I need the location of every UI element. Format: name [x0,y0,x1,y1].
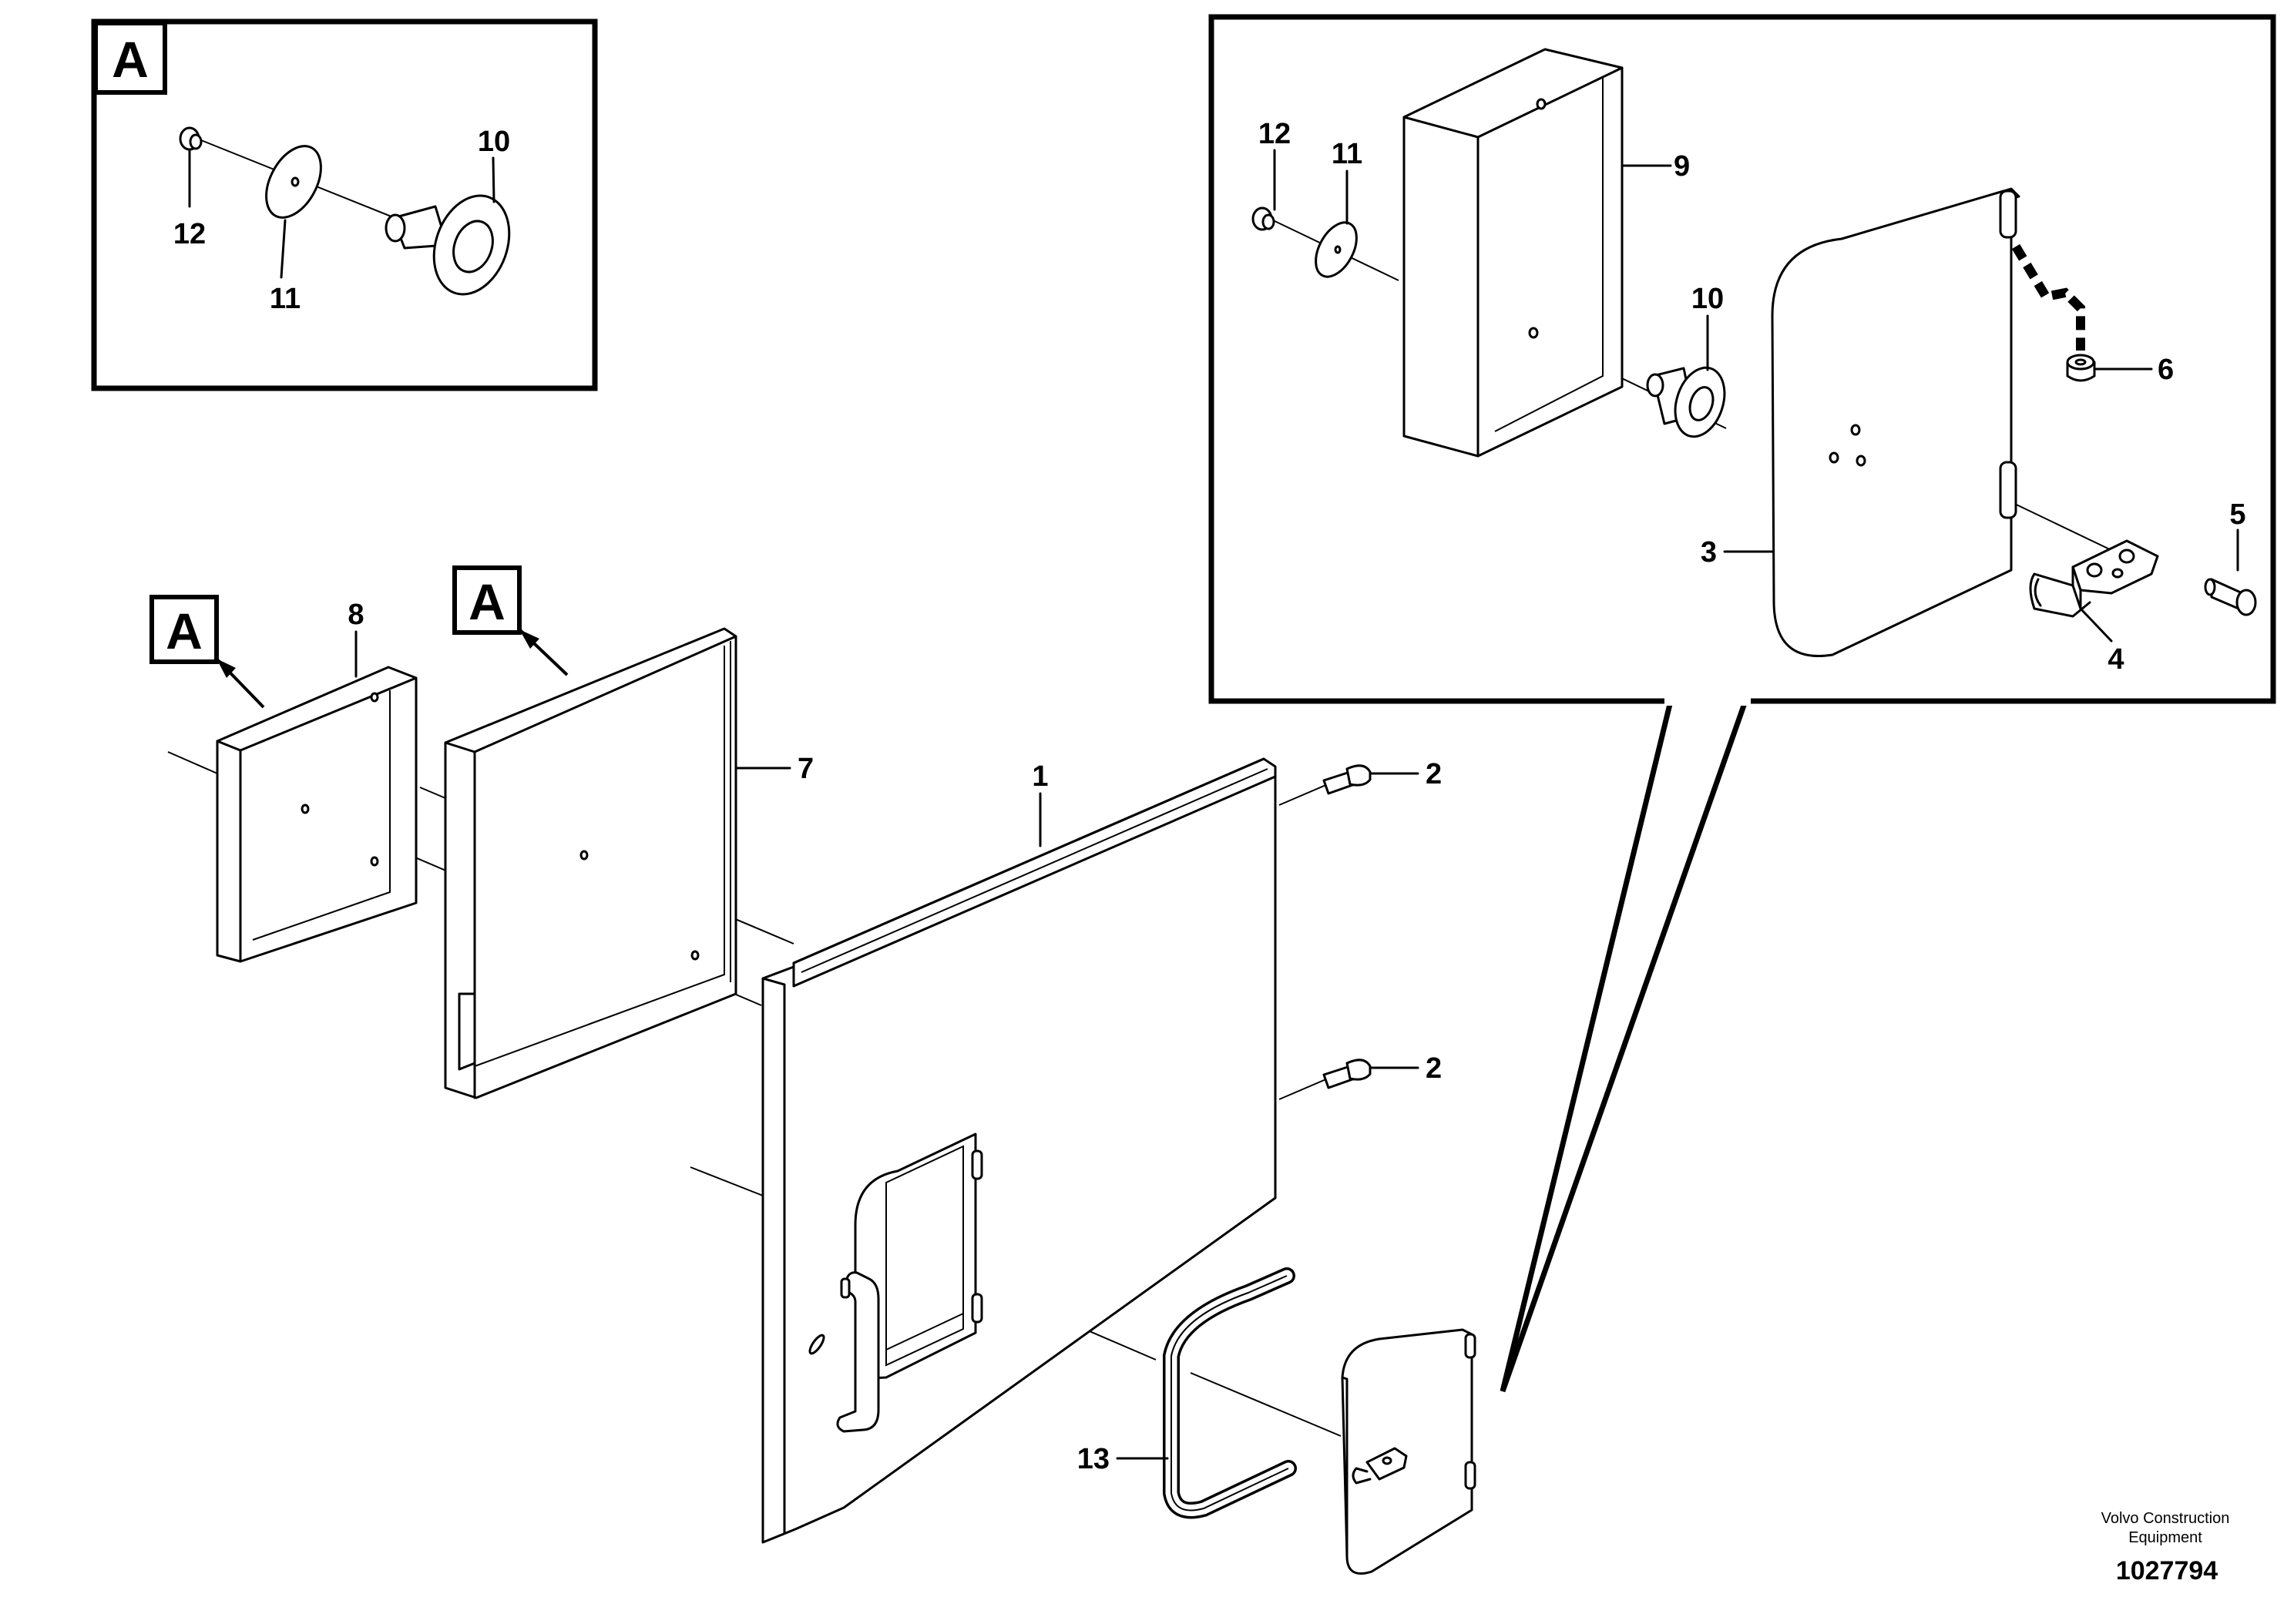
main-callout-13: 13 [1077,1443,1110,1475]
detail-a-callout-11: 11 [270,283,301,315]
main-panel-1 [761,757,1277,1544]
footer-company-line2: Equipment [2128,1529,2202,1546]
housing-9 [1402,48,1624,458]
detail-pointer [1500,700,1748,1393]
clip-2-lower [1322,1059,1372,1089]
nut-6 [2066,354,2096,382]
hatch-callout-6: 6 [2158,354,2174,386]
housing-8 [216,666,418,963]
hatch-screw-12 [1251,206,1275,231]
bushing-10 [385,194,511,296]
detail-a-badge [93,21,167,95]
main-callout-2-lower: 2 [1426,1052,1442,1085]
detail-a-callout-10: 10 [478,126,510,158]
marker-a-housing-8-letter: A [166,602,203,659]
hatch-callout-11: 11 [1332,138,1362,170]
hatch-callout-5: 5 [2229,498,2245,531]
hatch-washer-11 [1315,221,1358,278]
hatch-callout-3: 3 [1701,536,1717,569]
main-exploded-view: A A [149,565,1476,1575]
washer-11 [265,145,322,219]
main-callout-8: 8 [348,599,364,631]
main-callout-7: 7 [798,753,814,785]
hatch-callout-9: 9 [1674,150,1690,183]
hatch-callout-4: 4 [2108,643,2124,676]
detail-a-badge-letter: A [112,31,149,88]
clip-2-upper [1322,764,1372,795]
hatch-door-3 [1771,187,2020,657]
hatch-callout-12: 12 [1258,118,1291,150]
footer-drawing-number: 1027794 [2116,1556,2218,1585]
hatch-bushing-10 [1646,366,1726,438]
small-hatch-door [1341,1328,1476,1575]
marker-a-housing-8: A [149,595,265,709]
detail-hatch-panel: 12 11 9 10 6 5 3 4 [1208,14,2276,1393]
screw-12 [179,126,203,151]
seal-13 [1163,1267,1297,1519]
main-callout-1: 1 [1032,760,1048,793]
detail-a-callout-12: 12 [173,218,206,250]
footer: Volvo Construction Equipment 1027794 [2101,1510,2230,1585]
footer-company-line1: Volvo Construction [2101,1510,2230,1527]
hatch-callout-10: 10 [1691,283,1724,315]
detail-a-panel: A 12 11 10 [91,18,598,391]
marker-a-cover-7-letter: A [469,573,505,630]
cover-7 [444,627,737,1099]
latch-4 [2029,539,2159,618]
main-callout-2-upper: 2 [1426,758,1442,790]
marker-a-cover-7: A [452,565,569,676]
bolt-5 [2204,578,2257,616]
